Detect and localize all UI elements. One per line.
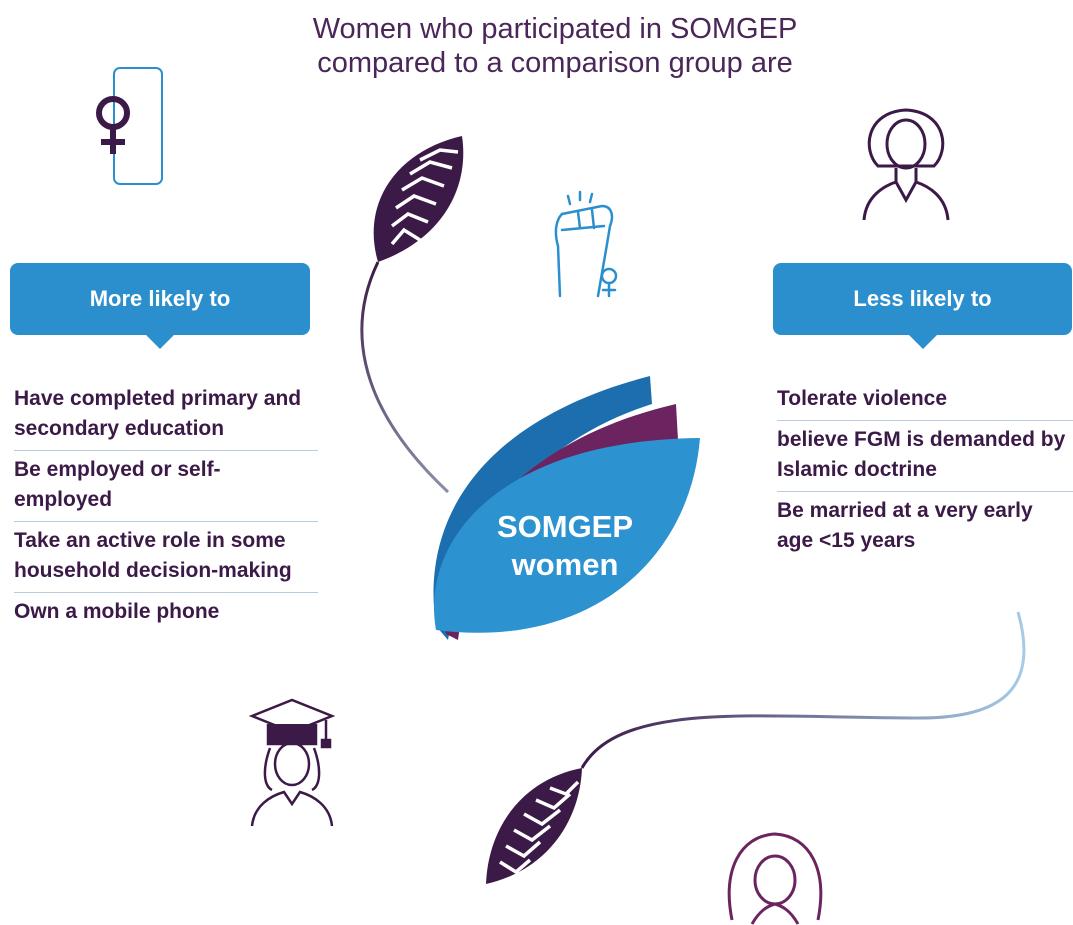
less-likely-heading: Less likely to [853,286,992,311]
veiled-woman-icon [727,832,823,925]
title-line-1: Women who participated in SOMGEP [312,13,798,45]
list-item: Be married at a very early age <15 years [777,499,1033,552]
more-likely-callout: More likely to [10,263,310,349]
list-item: Own a mobile phone [14,600,220,623]
page-title: Women who participated in SOMGEP compare… [200,12,910,80]
more-likely-heading: More likely to [89,286,231,311]
raised-fist-female-symbol-icon [554,190,618,298]
center-leaf-bundle [433,376,700,640]
graduate-woman-icon [248,698,336,827]
lower-striped-leaf [486,768,582,884]
upper-striped-leaf [373,136,464,262]
list-item: believe FGM is demanded by Islamic doctr… [777,421,1073,492]
list-item: Be employed or self-employed [14,451,318,522]
phone-female-symbol-icon [96,67,163,185]
upper-stem [360,261,450,494]
more-likely-list: Have completed primary and secondary edu… [14,380,318,633]
title-line-2: compared to a comparison group are [317,47,793,79]
lower-stem [580,611,1026,769]
list-item: Tolerate violence [777,380,1073,421]
center-label-line-2: women [511,547,619,582]
less-likely-callout: Less likely to [773,263,1072,349]
list-item: Take an active role in some household de… [14,522,318,593]
less-likely-list: Tolerate violence believe FGM is demande… [777,380,1073,562]
center-label: SOMGEP women [470,508,660,584]
center-label-line-1: SOMGEP [496,509,634,544]
woman-icon [862,108,950,221]
list-item: Have completed primary and secondary edu… [14,380,318,451]
